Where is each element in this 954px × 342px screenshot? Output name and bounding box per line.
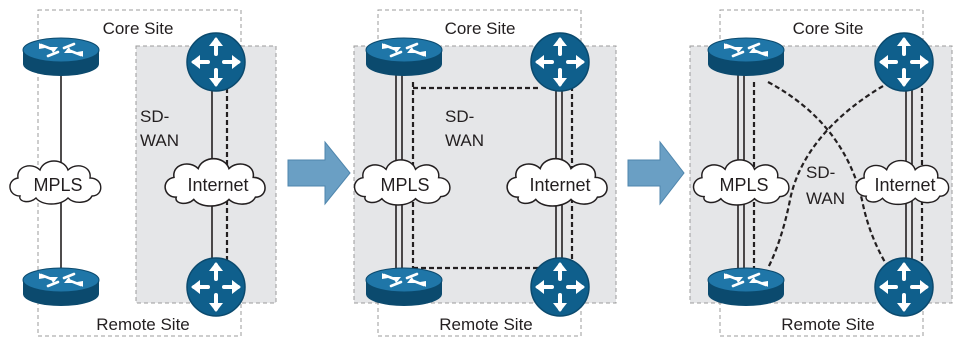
remote-site-label: Remote Site <box>781 315 875 334</box>
router-icon <box>21 266 101 308</box>
router-icon <box>706 36 786 78</box>
mpls-label: MPLS <box>719 175 768 195</box>
sdwan-label: WAN <box>445 131 484 150</box>
internet-label: Internet <box>874 175 935 195</box>
sdwan-router-icon <box>873 31 935 93</box>
stage-2: Core Site Remote Site SD- WAN MPLS Inter… <box>353 9 617 337</box>
internet-label: Internet <box>187 175 248 195</box>
router-icon <box>364 36 444 78</box>
sdwan-tunnel <box>767 81 891 269</box>
arrow-right-icon <box>287 140 351 206</box>
internet-label: Internet <box>529 175 590 195</box>
stage-3: Core Site Remote Site SD- WAN MPLS Inter… <box>689 9 953 337</box>
router-icon <box>21 36 101 78</box>
sdwan-label: WAN <box>140 131 179 150</box>
arrow-right-icon <box>627 140 685 206</box>
core-site-label: Core Site <box>103 19 174 38</box>
sdwan-router-icon <box>529 256 591 318</box>
remote-site-label: Remote Site <box>96 315 190 334</box>
sdwan-label: SD- <box>445 107 474 126</box>
remote-site-label: Remote Site <box>439 315 533 334</box>
sdwan-label: SD- <box>140 107 169 126</box>
sdwan-label: SD- <box>806 163 835 182</box>
mpls-label: MPLS <box>380 175 429 195</box>
sdwan-router-icon <box>185 256 247 318</box>
mpls-label: MPLS <box>33 175 82 195</box>
router-icon <box>364 266 444 308</box>
sdwan-router-icon <box>873 256 935 318</box>
router-icon <box>706 266 786 308</box>
sdwan-router-icon <box>529 31 591 93</box>
sdwan-tunnel <box>767 81 887 265</box>
stage-1: Core Site Remote Site SD- WAN MPLS Inter… <box>9 9 277 337</box>
sdwan-router-icon <box>185 31 247 93</box>
core-site-label: Core Site <box>793 19 864 38</box>
sdwan-label: WAN <box>806 189 845 208</box>
core-site-label: Core Site <box>445 19 516 38</box>
